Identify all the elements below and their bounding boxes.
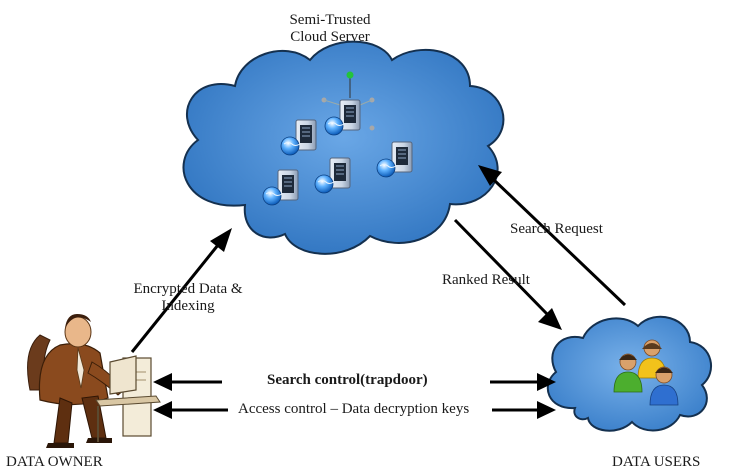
arrow-search-control-right: [490, 373, 556, 391]
data-owner-icon: [27, 314, 161, 448]
encrypted-data-label-line2: Indexing: [161, 298, 215, 314]
search-request-label: Search Request: [510, 221, 603, 237]
cloud-server-title-line1: Semi-Trusted: [289, 12, 371, 28]
server-cluster-icon: [262, 71, 413, 206]
cloud-server-title-line2: Cloud Server: [290, 29, 370, 45]
cloud-server-cloud: [182, 40, 505, 255]
data-users-label: DATA USERS: [612, 454, 701, 470]
ranked-result-label: Ranked Result: [442, 272, 530, 288]
arrows: [130, 165, 627, 419]
arrow-ranked-result: [453, 218, 562, 330]
arrow-access-control-right: [492, 401, 556, 419]
arrow-search-control-left: [153, 373, 222, 391]
arrow-encrypted-data: [130, 228, 232, 353]
data-owner-label: DATA OWNER: [6, 454, 103, 470]
arrow-search-request: [478, 165, 627, 307]
encrypted-data-label-line1: Encrypted Data &: [133, 281, 243, 297]
search-control-label: Search control(trapdoor): [267, 372, 428, 388]
access-control-label: Access control – Data decryption keys: [238, 401, 470, 417]
encrypted-data-label: Encrypted Data & Indexing: [118, 281, 258, 315]
users-group-icon: [613, 339, 679, 406]
cloud-server-title: Semi-Trusted Cloud Server: [270, 12, 390, 46]
arrow-access-control-left: [153, 401, 228, 419]
